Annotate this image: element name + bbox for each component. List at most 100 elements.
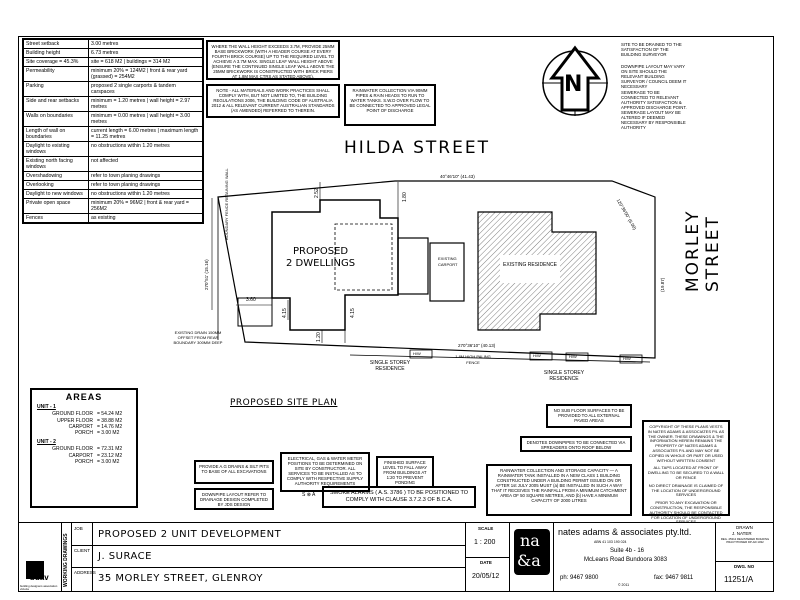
materials-note: NOTE - ALL MATERIALS AND WORK PRACTICES … (206, 84, 340, 118)
drawn-cell: DRAWN J. NATER REG. 25312 REGISTERED BUI… (716, 523, 774, 592)
retaining-wall-label: BOUNDARY FENCE RETAINING WALL (224, 168, 229, 240)
downpipes-note: DENOTES DOWNPIPES TO BE CONNECTED VIA SP… (520, 436, 632, 452)
planning-value: as existing (88, 213, 204, 224)
address-value: 35 MORLEY STREET, GLENROY (98, 573, 264, 584)
drawing-frame (18, 36, 774, 592)
unit-heading: UNIT - 2 (37, 439, 56, 446)
north-arrow-icon (542, 45, 608, 116)
bdav-sub: building designers association victoria (20, 584, 58, 591)
hw-label-3: H/W (569, 354, 577, 359)
existing-drain-label: EXISTING DRAIN 150MM OFFSET FROM REAR BO… (173, 330, 223, 345)
area-row: CARPORT = 14.76 M2 (37, 424, 131, 430)
scale-value: 1 : 200 (474, 539, 496, 546)
area-label: GROUND FLOOR (52, 411, 93, 418)
areas-title: AREAS (65, 392, 103, 402)
client-label: CLIENT (74, 548, 91, 553)
fax: fax: 9467 9811 (654, 575, 694, 581)
smoke-alarm-symbol: S ⊗ A (302, 492, 316, 498)
area-row: CARPORT = 23.12 M2 (37, 453, 131, 459)
existing-residence-label: EXISTING RESIDENCE (503, 262, 557, 268)
morley-street-label: MORLEY STREET (683, 209, 723, 292)
bdav-logo-text: bdav (30, 573, 49, 582)
title-block: bdav building designers association vict… (18, 522, 774, 592)
area-value: = 3.00 M2 (97, 430, 120, 437)
area-row: UPPER FLOOR= 38.88 M2 (37, 418, 131, 424)
firm-name: nates adams & associates pty.ltd. (558, 527, 692, 537)
bdav-logo-cell: bdav building designers association vict… (18, 523, 62, 592)
job-label: JOB (74, 526, 83, 531)
proposed-dwellings-label: PROPOSED 2 DWELLINGS (286, 246, 356, 269)
north-letter: N (564, 72, 583, 97)
drawn-value: J. NATER (732, 531, 752, 536)
area-value: = 23.12 M2 (97, 452, 123, 459)
area-label: GROUND FLOOR (52, 446, 93, 453)
planning-label: Private open space (22, 198, 89, 214)
area-label: CARPORT (68, 452, 93, 459)
downpipe-design-note: DOWNPIPE LAYOUT REFER TO DRAINAGE DESIGN… (194, 488, 274, 510)
no-direct-drainage-note: NO DIRECT DRAINAGE IS CLAIMED OF THE LOC… (648, 482, 724, 498)
single-storey-residence-1: SINGLE STOREY RESIDENCE (369, 360, 411, 372)
working-drawings-label: WORKING DRAWINGS (63, 533, 69, 587)
copyright-note: COPYRIGHT OF THESE PLANS VESTS IN NATES … (647, 424, 725, 463)
finished-surface-note: FINISHED SURFACE LEVEL TO FALL AWAY FROM… (376, 456, 434, 488)
area-value: = 54.24 M2 (97, 411, 123, 418)
job-value: PROPOSED 2 UNIT DEVELOPMENT (98, 529, 282, 540)
area-label: CARPORT (68, 423, 93, 430)
area-value: = 3.00 M2 (97, 458, 120, 465)
area-value: = 14.76 M2 (97, 423, 123, 430)
copyright-box: COPYRIGHT OF THESE PLANS VESTS IN NATES … (642, 420, 730, 524)
street-address: McLeans Road Bundoora 3083 (584, 557, 668, 563)
dimension-2-52: 2.52 (314, 188, 320, 198)
job-cell: JOB PROPOSED 2 UNIT DEVELOPMENT CLIENT J… (72, 523, 466, 592)
dimension-1-80: 1.80 (402, 192, 408, 202)
dimension-bottom: 270°36'10" (40.13) (458, 343, 496, 348)
fence-label: 1.8M HIGH PALING FENCE (455, 354, 491, 365)
dimension-left: 270°51' (15.16) (204, 259, 209, 290)
scale-date-cell: SCALE 1 : 200 DATE 20/05/12 (466, 523, 510, 592)
hw-label-2: H/W (533, 353, 541, 358)
rainwater-tank-note: RAINWATER COLLECTION AND STORAGE CAPACIT… (486, 464, 632, 516)
tap-note: ALL TAPS LOCATED AT FRONT OF DWELLING TO… (647, 465, 725, 480)
dimension-3-60: 3.60 (246, 297, 256, 303)
dimension-top: 40°46'10" (41.43) (440, 174, 475, 179)
drawn-label: DRAWN (736, 525, 753, 530)
date-value: 20/05/12 (472, 573, 500, 580)
dimension-1-20: 1.20 (316, 332, 322, 342)
date-label: DATE (480, 560, 492, 565)
sub-floor-note: NO SUB FLOOR SURFACES TO BE PROVIDED TO … (546, 404, 632, 428)
wall-height-note: WHERE THE WALL HEIGHT EXCEEDS 3.7M, PROV… (206, 40, 340, 80)
bdav-logo-icon (26, 561, 44, 579)
electrical-note: ELECTRICAL, GAS & WATER METER POSITIONS … (280, 452, 370, 492)
hw-label-4: H/W (623, 356, 631, 361)
single-storey-residence-2: SINGLE STOREY RESIDENCE (543, 370, 585, 382)
client-value: J. SURACE (98, 551, 152, 562)
phone: ph: 9467 9800 (560, 575, 599, 581)
smoke-alarms-note: SMOKE ALARMS ( A.S. 3786 ) TO BE POSITIO… (322, 486, 476, 508)
area-row: PORCH= 3.00 M2 (37, 459, 131, 465)
firm-cell: nates adams & associates pty.ltd. ABN 41… (554, 523, 716, 592)
dwg-label: DWG. NO (734, 564, 755, 569)
excavation-note: PRIOR TO ANY EXCAVATION OR CONSTRUCTION,… (649, 500, 723, 525)
na-logo-top: na (520, 531, 540, 550)
registration: REG. 25312 REGISTERED BUILDING PRACTITIO… (720, 537, 770, 545)
area-row: GROUND FLOOR = 72.31 M2 (37, 446, 131, 452)
rainwater-collection-note: RAINWATER COLLECTION VIA 90MM PIPES & RA… (344, 84, 436, 126)
area-value: = 72.31 M2 (97, 446, 123, 453)
na-logo-cell: na &a (510, 523, 554, 592)
area-row: GROUND FLOOR = 54.24 M2 (37, 411, 131, 417)
dwg-value: 11251/A (724, 575, 754, 584)
existing-carport-label: EXISTING CARPORT (438, 256, 458, 267)
site-plan-title: PROPOSED SITE PLAN (230, 398, 338, 408)
hw-label-1: H/W (413, 351, 421, 356)
hilda-street-label: HILDA STREET (344, 138, 490, 158)
area-label: PORCH (74, 430, 93, 437)
dimension-right-side: (19.87) (660, 277, 665, 292)
